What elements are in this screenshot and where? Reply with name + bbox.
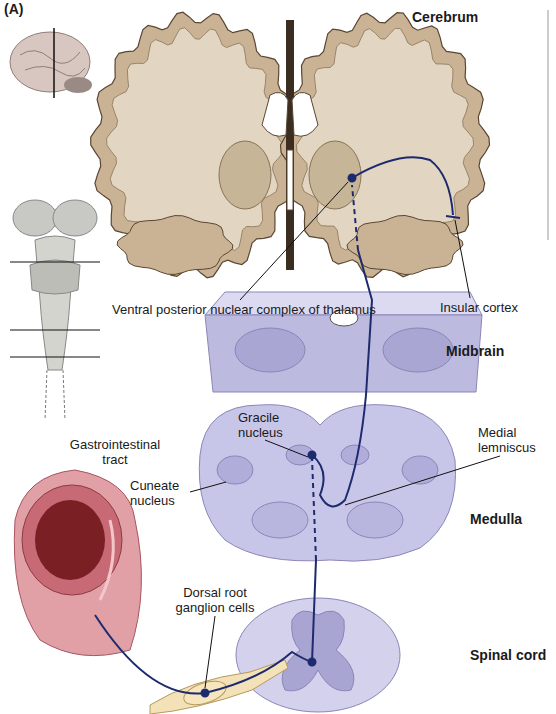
lateral-ventricle (292, 92, 318, 136)
panel-rule (548, 10, 549, 240)
structure-label: Insular cortex (440, 300, 518, 315)
gi-tract (14, 470, 141, 656)
structure-label: Dorsal root ganglion cells (160, 585, 270, 615)
leader-lines (60, 182, 500, 688)
third-ventricle (287, 150, 293, 210)
section-title: Cerebrum (412, 10, 478, 25)
structure-label: Gracile nucleus (238, 410, 298, 440)
deep-nucleus (219, 141, 271, 209)
spinal-cord-section (236, 598, 400, 712)
sensory-pathway (95, 157, 460, 696)
brainstem-icon (10, 200, 100, 420)
midline-fissure (286, 20, 294, 270)
medulla-section (199, 405, 455, 561)
structure-label: Cuneate nucleus (130, 478, 192, 508)
structure-label: Medial lemniscus (478, 425, 550, 455)
section-title: Spinal cord (470, 648, 546, 663)
cerebrum-section (91, 12, 490, 278)
structure-label: Gastrointestinal tract (60, 437, 170, 467)
brain-icon (10, 28, 92, 98)
structure-label: Ventral posterior nuclear complex of tha… (112, 302, 376, 317)
section-title: Midbrain (446, 344, 504, 359)
hemisphere-cortex (91, 12, 300, 278)
lateral-ventricle (262, 92, 288, 136)
temporal-lobe (117, 216, 233, 275)
dorsal-root-ganglion (150, 660, 288, 714)
panel-letter: (A) (4, 2, 23, 17)
deep-nucleus (309, 141, 361, 209)
temporal-lobe (347, 216, 463, 275)
section-title: Medulla (470, 512, 522, 527)
